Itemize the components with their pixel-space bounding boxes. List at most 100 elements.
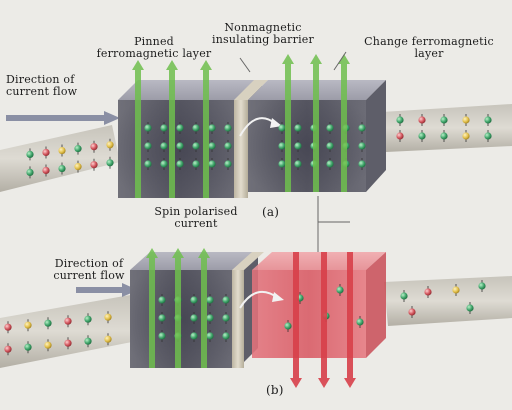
barrier-a [234, 80, 268, 198]
electron-spin-icon [144, 122, 152, 134]
electron-spin-icon [358, 158, 366, 170]
electron-spin-icon [356, 316, 364, 328]
electron-spin-icon [462, 114, 470, 126]
label-change-ferromagnetic-layer: Change ferromagnetic layer [364, 35, 494, 60]
electron-spin-icon [42, 164, 50, 177]
electron-spin-icon [284, 320, 292, 332]
field-arrows-a [132, 54, 350, 198]
magnetization-up-arrow-icon [132, 60, 144, 198]
electron-spin-icon [326, 122, 334, 134]
current-flow-arrow-icon [6, 111, 120, 125]
magnetization-up-arrow-icon [282, 54, 294, 192]
wire-in-a [0, 125, 120, 192]
magnetization-down-arrow-icon [318, 252, 330, 388]
electron-spin-icon [84, 313, 92, 326]
electron-spin-icon [418, 114, 426, 126]
label-nonmagnetic-insulating-barrier: Nonmagnetic insulating barrier [212, 21, 314, 46]
electron-spin-icon [158, 294, 166, 306]
electron-spin-icon [208, 158, 216, 170]
electron-spin-icon [42, 146, 50, 159]
electron-spin-icon [4, 343, 12, 356]
electron-spin-icon [44, 339, 52, 352]
wire-out-b [384, 276, 512, 326]
change-layer-b [252, 252, 386, 358]
magnetization-up-arrow-icon [338, 54, 350, 192]
panel-b [0, 248, 512, 388]
electron-spin-icon [440, 114, 448, 126]
magnetization-down-arrow-icon [344, 252, 356, 388]
electron-spin-icon [176, 158, 184, 170]
electron-spin-icon [358, 122, 366, 134]
electron-spin-icon [160, 122, 168, 134]
electron-spin-icon [224, 122, 232, 134]
electron-spin-icon [176, 140, 184, 152]
electron-spin-icon [176, 122, 184, 134]
electron-spin-icon [408, 306, 416, 318]
electron-spin-icon [144, 140, 152, 152]
magnetization-up-arrow-icon [200, 60, 212, 198]
electron-spin-icon [400, 290, 408, 302]
electron-spin-icon [440, 130, 448, 142]
electron-spin-icon [206, 294, 214, 306]
electron-spin-icon [418, 130, 426, 142]
electron-spin-icon [466, 302, 474, 314]
electron-spin-icon [192, 158, 200, 170]
electron-spin-icon [206, 312, 214, 324]
electron-spin-icon [222, 294, 230, 306]
electron-spin-icon [192, 140, 200, 152]
electron-spin-icon [278, 158, 286, 170]
electron-spin-icon [326, 140, 334, 152]
current-flow-arrow-icon [76, 283, 138, 297]
magnetization-up-arrow-icon [172, 248, 184, 368]
electron-spin-icon [26, 166, 34, 179]
electron-spin-icon [484, 130, 492, 142]
electron-spin-icon [424, 286, 432, 298]
panel-a [0, 51, 512, 223]
electron-spin-icon [452, 284, 460, 296]
electron-spin-icon [58, 162, 66, 175]
electron-spin-icon [208, 122, 216, 134]
electron-spin-icon [222, 312, 230, 324]
electron-spin-icon [160, 140, 168, 152]
electron-spin-icon [358, 140, 366, 152]
magnetization-up-arrow-icon [198, 248, 210, 368]
electron-spin-icon [74, 160, 82, 173]
electron-spin-icon [44, 317, 52, 330]
electron-spin-icon [484, 114, 492, 126]
electron-spin-icon [84, 335, 92, 348]
wire-in-b [0, 294, 142, 368]
electron-spin-icon [294, 158, 302, 170]
electron-spin-icon [190, 294, 198, 306]
pinned-layer-b [130, 252, 258, 368]
electron-spin-icon [24, 341, 32, 354]
electron-spin-icon [294, 122, 302, 134]
electron-spin-icon [190, 312, 198, 324]
electron-spin-icon [396, 130, 404, 142]
electron-spin-icon [4, 321, 12, 334]
caption-panel-b: (b) [266, 383, 284, 397]
electron-spin-icon [74, 142, 82, 155]
electron-spin-icon [192, 122, 200, 134]
magnetization-down-arrow-icon [290, 252, 302, 388]
electron-spin-icon [294, 140, 302, 152]
electron-spin-icon [278, 122, 286, 134]
electron-spin-icon [206, 330, 214, 342]
electron-spin-icon [224, 158, 232, 170]
electron-spin-icon [224, 140, 232, 152]
electron-spin-icon [90, 158, 98, 171]
electron-spin-icon [326, 158, 334, 170]
electron-spin-icon [90, 140, 98, 153]
label-direction-of-current-b: Direction of current flow [53, 257, 125, 282]
electron-spin-icon [336, 284, 344, 296]
electron-spin-icon [396, 114, 404, 126]
label-pinned-ferromagnetic-layer: Pinned ferromagnetic layer [96, 35, 212, 60]
magnetization-up-arrow-icon [310, 54, 322, 192]
electron-spin-icon [278, 140, 286, 152]
magnetization-up-arrow-icon [146, 248, 158, 368]
barrier-b [232, 252, 264, 368]
electron-spin-icon [478, 280, 486, 292]
electron-spin-icon [160, 158, 168, 170]
electron-spin-icon [26, 148, 34, 161]
